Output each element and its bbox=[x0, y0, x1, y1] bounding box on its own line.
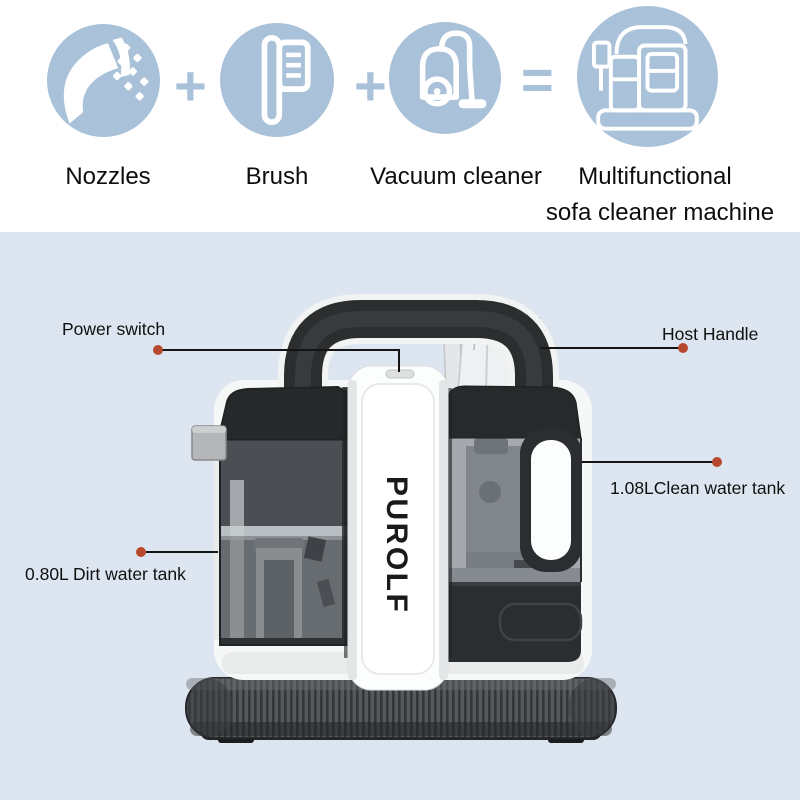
clean-water-tank-callout-line bbox=[582, 461, 715, 463]
host-handle-callout-dot bbox=[678, 343, 688, 353]
power-switch-callout-line bbox=[398, 349, 400, 372]
dirt-water-tank-callout-dot bbox=[136, 547, 146, 557]
nozzles-label: Nozzles bbox=[65, 163, 151, 190]
brush-icon bbox=[220, 23, 334, 137]
multifunction-machine-icon bbox=[577, 6, 718, 147]
power-switch-callout-line bbox=[158, 349, 400, 351]
power-switch bbox=[385, 369, 415, 379]
plus-operator: + bbox=[354, 54, 387, 117]
brush-label: Brush bbox=[245, 163, 309, 190]
host-handle-callout-label: Host Handle bbox=[662, 324, 759, 344]
dirt-water-tank-callout-label: 0.80L Dirt water tank bbox=[25, 564, 186, 584]
clean-water-tank-callout-dot bbox=[712, 457, 722, 467]
dirt-water-tank-callout-line bbox=[146, 551, 218, 553]
product-image: PUROLF bbox=[185, 294, 617, 743]
equals-operator: = bbox=[521, 48, 554, 111]
shower-nozzle-icon bbox=[47, 24, 160, 137]
clean-water-tank-callout-label: 1.08LClean water tank bbox=[610, 478, 786, 498]
center-column: PUROLF bbox=[344, 365, 452, 691]
host-handle-callout-line bbox=[540, 347, 680, 349]
power-switch-callout-dot bbox=[153, 345, 163, 355]
vacuum-cleaner-label: Vacuum cleaner bbox=[370, 163, 542, 190]
power-switch-callout-label: Power switch bbox=[62, 319, 166, 339]
brand-text: PUROLF bbox=[380, 476, 413, 614]
dirt-tank-spout bbox=[191, 425, 227, 461]
sofa-cleaner-machine-label: sofa cleaner machine bbox=[545, 199, 775, 226]
vacuum-cleaner-icon bbox=[389, 22, 501, 134]
clean-water-tank bbox=[447, 385, 583, 662]
dirt-water-tank bbox=[191, 385, 350, 646]
multifunctional-label: Multifunctional bbox=[578, 163, 732, 190]
plus-operator: + bbox=[174, 54, 207, 117]
